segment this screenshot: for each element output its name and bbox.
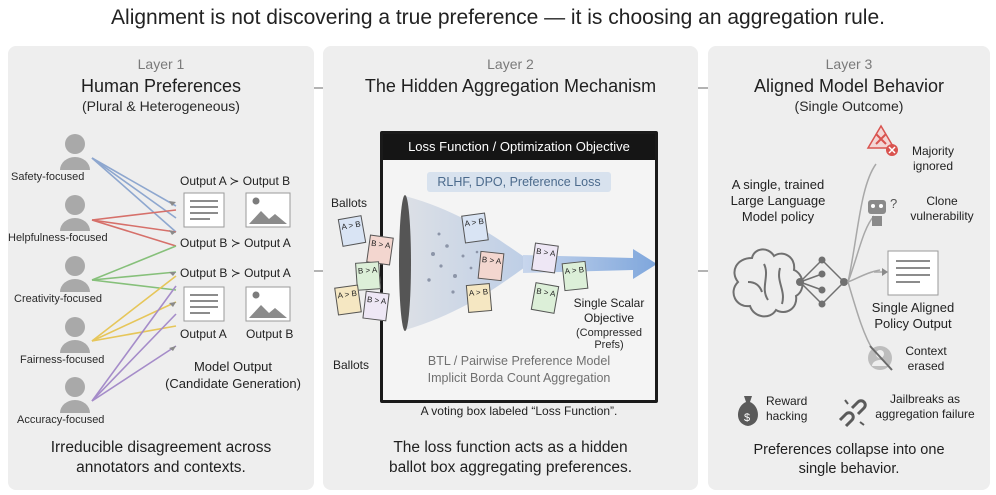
voting-box-header: Loss Function / Optimization Objective [383, 134, 655, 160]
money-bag-icon: $ [738, 396, 758, 426]
pair-label-3: Output B ≻ Output A [180, 266, 291, 280]
layer3-panel: Layer 3 Aligned Model Behavior (Single O… [708, 46, 990, 490]
network-lines [799, 259, 845, 305]
ballot-paper: B > A [362, 290, 390, 322]
layer3-label: Layer 3 [825, 56, 873, 72]
model-label-1: A single, trained [731, 177, 825, 192]
reward-label-1: Reward [766, 394, 808, 408]
context-label-1: Context [905, 344, 947, 358]
layer2-label: Layer 2 [487, 56, 534, 72]
person-icon-accuracy [60, 377, 90, 413]
brain-network-icon [732, 248, 804, 318]
creativity-lines [91, 245, 177, 291]
layer2-footer-1: The loss function acts as a hidden [393, 439, 628, 456]
layer1-subtitle: (Plural & Heterogeneous) [82, 98, 240, 114]
ballot-paper: B > A [530, 282, 560, 314]
objective-label-3: (Compressed Prefs) [575, 327, 643, 351]
jailbreak-label-1: Jailbreaks as [889, 392, 961, 406]
person-icon-creativity [60, 256, 90, 292]
svg-text:?: ? [890, 196, 897, 211]
pair-label-5: Output B [246, 327, 294, 341]
policy-output-label-2: Policy Output [874, 316, 952, 331]
ballot-paper: A > B [561, 260, 589, 292]
layer2-title: The Hidden Aggregation Mechanism [364, 76, 657, 96]
annotator-label-creativity: Creativity-focused [14, 293, 103, 305]
funnel-shape [405, 196, 533, 330]
safety-lines [91, 157, 177, 233]
model-label-2: Large Language [730, 193, 826, 208]
layer3-subtitle: (Single Outcome) [794, 98, 904, 114]
robot-icon: ? [868, 196, 897, 226]
network-nodes [796, 256, 848, 308]
output-image-icon-1 [245, 192, 291, 228]
objective-label-1: Single Scalar [573, 296, 645, 310]
annotator-label-helpfulness: Helpfulness-focused [8, 232, 108, 244]
output-image-icon-2 [245, 286, 291, 322]
pair-label-4: Output A [180, 327, 227, 341]
person-icon-safety [60, 134, 90, 170]
svg-text:$: $ [744, 412, 750, 424]
policy-output-doc-icon [887, 250, 939, 296]
person-icon-fairness [60, 317, 90, 353]
ballot-paper: B > A [477, 250, 505, 282]
context-erased-icon [868, 345, 893, 371]
model-output-sub: (Candidate Generation) [165, 376, 301, 391]
annotator-graphic [60, 134, 291, 413]
objective-label-2: Objective [583, 311, 635, 325]
warning-icon [866, 124, 898, 156]
annotator-label-accuracy: Accuracy-focused [17, 414, 105, 426]
ballot-paper: B > A [531, 242, 559, 274]
borda-label: Implicit Borda Count Aggregation [427, 371, 611, 385]
clone-label-2: vulnerability [910, 209, 974, 223]
layer1-label: Layer 1 [137, 56, 185, 72]
layer3-footer-1: Preferences collapse into one [753, 442, 945, 458]
particles [427, 232, 479, 294]
model-label-3: Model policy [741, 209, 815, 224]
voting-box-caption: A voting box labeled “Loss Function”. [420, 404, 618, 418]
layer1-panel: Layer 1 Human Preferences (Plural & Hete… [8, 46, 314, 490]
majority-label-1: Majority [911, 144, 954, 158]
context-label-2: erased [907, 359, 945, 373]
jailbreak-label-2: aggregation failure [875, 407, 975, 421]
layer1-footer-1: Irreducible disagreement across [50, 439, 272, 456]
clone-label-1: Clone [926, 194, 958, 208]
funnel-mouth [399, 195, 411, 331]
model-output-label: Model Output [193, 359, 273, 374]
ballot-paper: B > A [355, 261, 381, 291]
person-icon-helpfulness [60, 195, 90, 231]
ballot-paper: A > B [337, 215, 367, 247]
btl-label: BTL / Pairwise Preference Model [427, 354, 611, 368]
broken-link-icon [838, 399, 867, 428]
pair-label-1: Output A ≻ Output B [180, 174, 291, 188]
layer2-footer-2: ballot box aggregating preferences. [389, 459, 632, 476]
person-icons [60, 134, 90, 413]
output-doc-icon-2 [183, 286, 225, 322]
method-pill: RLHF, DPO, Preference Loss [427, 172, 611, 192]
pair-label-2: Output B ≻ Output A [180, 236, 291, 250]
policy-output-label-1: Single Aligned [871, 300, 955, 315]
layer1-footer-2: annotators and contexts. [76, 459, 246, 476]
voting-box: Loss Function / Optimization Objective R… [380, 131, 658, 403]
annotator-label-fairness: Fairness-focused [20, 354, 105, 366]
accuracy-lines [91, 285, 177, 402]
majority-label-2: ignored [912, 159, 954, 173]
layer3-title: Aligned Model Behavior [753, 76, 945, 96]
annotator-label-safety: Safety-focused [11, 171, 85, 183]
helpfulness-lines [91, 209, 177, 247]
reward-label-2: hacking [766, 409, 808, 423]
model-graphic: ? $ [732, 124, 939, 428]
ballot-paper: A > B [465, 283, 493, 313]
ballot-paper: A > B [334, 284, 362, 316]
headline: Alignment is not discovering a true pref… [111, 6, 885, 29]
layer1-title: Human Preferences [80, 76, 242, 96]
output-doc-icon-1 [183, 192, 225, 228]
ballots-bottom-label: Ballots [333, 358, 370, 372]
layer3-footer-2: single behavior. [798, 461, 900, 477]
ballot-paper: A > B [461, 212, 489, 244]
ballots-top-label: Ballots [331, 196, 368, 210]
